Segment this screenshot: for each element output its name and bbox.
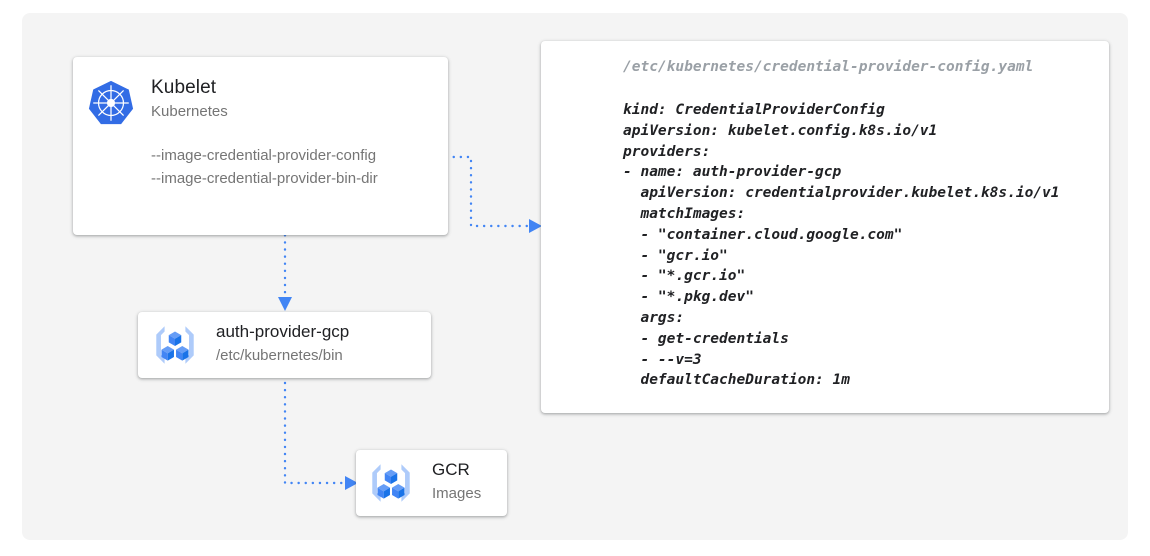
auth-provider-gcp-title: auth-provider-gcp: [216, 322, 350, 341]
yaml-file-path: /etc/kubernetes/credential-provider-conf…: [623, 59, 1034, 75]
kubelet-flag-bin-dir: --image-credential-provider-bin-dir: [151, 170, 378, 187]
gcp-container-registry-icon: [156, 326, 194, 364]
yaml-content: kind: CredentialProviderConfig apiVersio…: [623, 102, 1060, 389]
kubelet-subtitle: Kubernetes: [151, 103, 228, 120]
gcp-container-registry-icon: [372, 464, 410, 502]
credential-provider-config-card[interactable]: /etc/kubernetes/credential-provider-conf…: [541, 41, 1109, 413]
gcr-card[interactable]: GCR Images: [356, 450, 507, 516]
kubelet-title: Kubelet: [151, 77, 217, 98]
kubelet-flag-config: --image-credential-provider-config: [151, 147, 377, 164]
gcr-subtitle: Images: [432, 485, 482, 502]
gcr-title: GCR: [432, 460, 470, 479]
auth-provider-gcp-path: /etc/kubernetes/bin: [216, 347, 343, 364]
kubelet-card[interactable]: Kubelet Kubernetes --image-credential-pr…: [73, 57, 448, 235]
auth-provider-gcp-card[interactable]: auth-provider-gcp /etc/kubernetes/bin: [138, 312, 431, 378]
kubernetes-logo-icon: [88, 80, 134, 125]
